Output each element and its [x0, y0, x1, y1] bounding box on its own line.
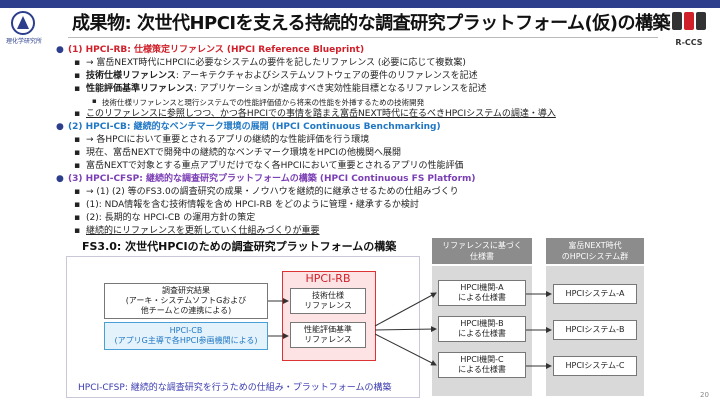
bullet-dot: ▪ — [74, 58, 81, 68]
hpci-cb-sub: (アプリG主導で各HPCI参画機関による) — [114, 336, 258, 345]
spec-b-box: HPCI機関-B による仕様書 — [438, 316, 526, 342]
bullet-cfsp-nda: (1): NDA情報を含む技術情報を含め HPCI-RB をどのように管理・継承… — [86, 200, 419, 210]
bullet-cfsp-policy: (2): 長期的な HPCI-CB の運用方針の策定 — [86, 213, 256, 223]
page-number: 20 — [700, 391, 709, 399]
system-a-box: HPCIシステム-A — [553, 284, 637, 304]
system-b-box: HPCIシステム-B — [553, 320, 637, 340]
top-bar — [0, 0, 720, 8]
bullet-dot: ▪ — [74, 148, 81, 158]
spec-column-header: リファレンスに基づく 仕様書 — [432, 238, 532, 264]
hpci-cb-label: HPCI-CB — [169, 326, 203, 335]
perf-ref-body: : アプリケーションが達成すべき実効性能目標となるリファレンスを記述 — [193, 84, 487, 94]
bullet-perf-ref: 性能評価基準リファレンス: アプリケーションが達成すべき実効性能目標となるリファ… — [86, 84, 486, 95]
riken-logo — [11, 11, 35, 35]
bullet-dot: ● — [56, 174, 64, 184]
cfsp-label: HPCI-CFSP: 継続的な調査研究を行うための仕組み・プラットフォームの構築 — [78, 383, 392, 393]
bullet-dot: ● — [56, 122, 64, 132]
hpci-rb-label: HPCI-RB — [305, 272, 351, 285]
rccs-logo: R-CCS — [666, 10, 712, 47]
bullet-dot: ▪ — [74, 135, 81, 145]
page-title: 成果物: 次世代HPCIを支える持続的な調査研究プラットフォーム(仮)の構築 — [72, 13, 671, 34]
bullet-procurement: このリファレンスに参照しつつ、かつ各HPCIでの事情を踏まえ富岳NEXT時代に在… — [86, 109, 556, 119]
bullet-hpci-rb: (1) HPCI-RB: 仕様策定リファレンス (HPCI Reference … — [68, 45, 365, 55]
diagram-title: FS3.0: 次世代HPCIのための調査研究プラットフォームの構築 — [82, 240, 397, 253]
bullet-hpci-cfsp: (3) HPCI-CFSP: 継続的な調査研究プラットフォームの構築 (HPCI… — [68, 174, 476, 184]
bullet-cfsp-desc: → (1) (2) 等のFS3.0の調査研究の成果・ノウハウを継続的に継承させる… — [86, 187, 459, 197]
system-c-box: HPCIシステム-C — [553, 356, 637, 376]
hpci-cb-box: HPCI-CB (アプリG主導で各HPCI参画機関による) — [104, 322, 268, 350]
bullet-dot: ▪ — [74, 161, 81, 171]
title-divider — [68, 37, 658, 38]
bullet-cb-apps: 富岳NEXTで対象とする重点アプリだけでなく各HPCIにおいて重要とされるアプリ… — [86, 161, 464, 171]
bullet-cfsp-update: 継続的にリファレンスを更新していく仕組みづくりが重要 — [86, 226, 320, 236]
riken-logo-text: 理化学研究所 — [6, 38, 43, 45]
bullet-dot: ▪ — [74, 226, 81, 236]
bullet-extrapolation: 技術仕様リファレンスと現行システムでの性能評価値から将来の性能を外挿するための技… — [102, 98, 425, 107]
bullet-cb-desc: → 各HPCIにおいて重要とされるアプリの継続的な性能評価を行う環境 — [86, 135, 370, 145]
bullet-dot: ▪ — [74, 187, 81, 197]
spec-c-box: HPCI機関-C による仕様書 — [438, 352, 526, 378]
bullet-dot: ▪ — [92, 97, 97, 105]
bullet-tech-ref: 技術仕様リファレンス: アーキテクチャおよびシステムソフトウェアの要件のリファレ… — [86, 71, 478, 82]
bullet-dot: ▪ — [74, 109, 81, 119]
bullet-hpci-cb: (2) HPCI-CB: 継続的なベンチマーク環境の展開 (HPCI Conti… — [68, 122, 441, 132]
perf-ref-box: 性能評価基準 リファレンス — [290, 322, 366, 348]
tech-ref-box: 技術仕様 リファレンス — [290, 288, 366, 314]
perf-ref-head: 性能評価基準リファレンス — [86, 84, 194, 94]
rccs-logo-text: R-CCS — [675, 38, 703, 47]
spec-a-box: HPCI機関-A による仕様書 — [438, 280, 526, 306]
research-results-box: 調査研究結果 (アーキ・システムソフトGおよび 他チームとの連携による) — [104, 283, 268, 319]
system-column-header: 富岳NEXT時代 のHPCIシステム群 — [546, 238, 644, 264]
bullet-dot: ● — [56, 45, 64, 55]
tech-ref-body: : アーキテクチャおよびシステムソフトウェアの要件のリファレンスを記述 — [175, 71, 478, 81]
bullet-dot: ▪ — [74, 213, 81, 223]
bullet-rb-desc: → 富岳NEXT時代にHPCIに必要なシステムの要件を記したリファレンス (必要… — [86, 58, 466, 68]
bullet-dot: ▪ — [74, 71, 81, 81]
bullet-cb-expand: 現在、富岳NEXTで開発中の継続的なベンチマーク環境をHPCIの他機関へ展開 — [86, 148, 402, 158]
tech-ref-head: 技術仕様リファレンス — [86, 71, 176, 81]
bullet-dot: ▪ — [74, 84, 81, 94]
bullet-dot: ▪ — [74, 200, 81, 210]
